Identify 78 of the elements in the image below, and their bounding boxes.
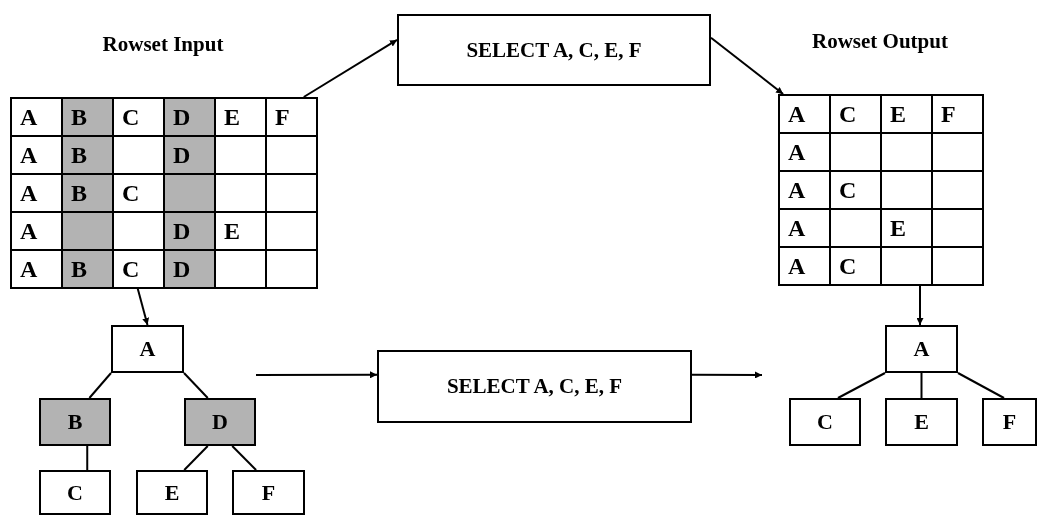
table-cell (114, 137, 165, 175)
table-cell: A (780, 96, 831, 134)
table-cell: A (780, 248, 831, 286)
data-table (778, 94, 984, 286)
table-cell: C (114, 175, 165, 213)
table-cell: A (12, 213, 63, 251)
table-cell: C (831, 248, 882, 286)
arrow (710, 36, 785, 95)
table-cell: D (165, 213, 216, 251)
connector-line (920, 372, 923, 399)
table-cell: D (165, 137, 216, 175)
table-cell: A (780, 210, 831, 248)
table-cell (267, 251, 318, 289)
tree-node-box: C (39, 470, 111, 515)
table-cell (216, 251, 267, 289)
table-cell: B (63, 99, 114, 137)
table-cell (216, 175, 267, 213)
tree-node-box: A (111, 325, 184, 373)
tree-node-box: F (982, 398, 1037, 446)
table-cell: F (267, 99, 318, 137)
table-cell: E (216, 213, 267, 251)
connector-line (836, 372, 886, 399)
connector-line (957, 372, 1005, 399)
table-heading: Rowset Output (811, 28, 949, 55)
table-cell: A (780, 172, 831, 210)
table-cell (933, 172, 984, 210)
table-cell: B (63, 175, 114, 213)
table-cell: A (780, 134, 831, 172)
query-box: SELECT A, C, E, F (377, 350, 692, 423)
arrow (691, 371, 763, 379)
table-cell (63, 213, 114, 251)
tree-node-box: B (39, 398, 111, 446)
table-cell: A (12, 137, 63, 175)
table-cell (114, 213, 165, 251)
tree-node-box: F (232, 470, 305, 515)
table-heading: Rowset Input (101, 31, 225, 58)
table-cell (831, 210, 882, 248)
table-cell: D (165, 251, 216, 289)
table-cell (933, 134, 984, 172)
table-cell: C (831, 172, 882, 210)
table-cell (933, 210, 984, 248)
query-box: SELECT A, C, E, F (397, 14, 711, 86)
table-cell: E (882, 96, 933, 134)
arrow (302, 38, 398, 98)
connector-line (86, 445, 89, 471)
table-cell (165, 175, 216, 213)
table-cell (267, 213, 318, 251)
table-cell (831, 134, 882, 172)
table-cell: D (165, 99, 216, 137)
table-cell: F (933, 96, 984, 134)
table-cell: C (114, 251, 165, 289)
table-cell: C (114, 99, 165, 137)
connector-line (183, 445, 209, 471)
table-cell: C (831, 96, 882, 134)
table-cell: E (882, 210, 933, 248)
tree-node-box: A (885, 325, 958, 373)
table-cell: A (12, 251, 63, 289)
tree-node-box: C (789, 398, 861, 446)
tree-node-box: E (136, 470, 208, 515)
table-cell: A (12, 99, 63, 137)
tree-node-box: E (885, 398, 958, 446)
table-cell (267, 137, 318, 175)
tree-node-box: D (184, 398, 256, 446)
table-cell (882, 248, 933, 286)
table-cell (882, 134, 933, 172)
table-cell: B (63, 137, 114, 175)
table-cell (882, 172, 933, 210)
table-cell (267, 175, 318, 213)
connector-line (183, 372, 209, 399)
data-table (10, 97, 318, 289)
connector-line (231, 445, 258, 471)
arrow (255, 371, 378, 379)
table-cell: B (63, 251, 114, 289)
connector-line (88, 372, 112, 399)
table-cell (216, 137, 267, 175)
table-cell: A (12, 175, 63, 213)
table-cell: E (216, 99, 267, 137)
table-cell (933, 248, 984, 286)
